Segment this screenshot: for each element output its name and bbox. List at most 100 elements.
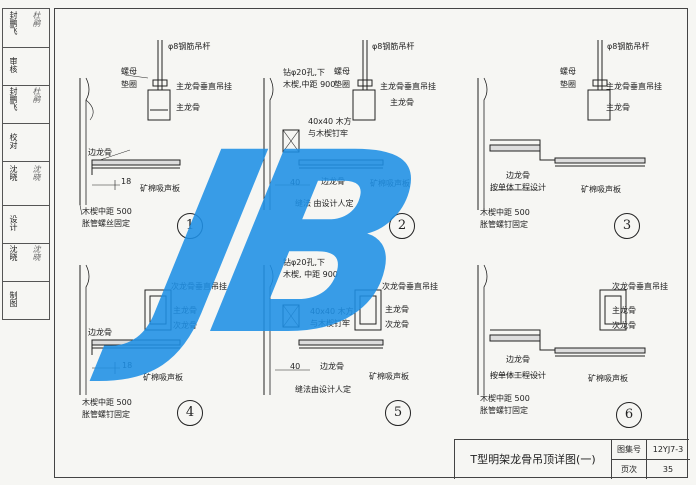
label-dim18: 18 [121, 177, 132, 186]
detail-number: 2 [389, 213, 415, 239]
drawing-title: T型明架龙骨吊顶详图(一) [470, 453, 596, 466]
signoff-signature: 沈晓 [32, 245, 41, 261]
detail-1-drawing [79, 40, 181, 216]
signoff-signature: 沈晓 [32, 165, 41, 181]
signoff-label: 校对 [9, 133, 18, 149]
label-main-keel: 主龙骨 [176, 103, 200, 112]
label-washer: 垫圈 [121, 80, 137, 89]
label-dim40: 40 [290, 362, 301, 371]
label-sec-keel: 次龙骨 [385, 320, 409, 329]
label-edge-keel: 边龙骨 [506, 355, 530, 364]
label-expansion-nail: 胀管螺钉固定 [82, 410, 130, 419]
atlas-value: 12YJ7-3 [652, 445, 684, 454]
detail-3-drawing [477, 40, 646, 210]
label-board: 矿棉吸声板 [588, 374, 628, 383]
signoff-label: 沈晓 [9, 245, 18, 261]
label-edge-keel: 边龙骨 [321, 177, 345, 186]
label-rod: φ8钢筋吊杆 [607, 42, 650, 51]
label-seam-note: 缝法由设计人定 [295, 385, 351, 394]
label-expansion-nail: 胀管螺钉固定 [480, 220, 528, 229]
label-drill: 钻φ20孔,下 [283, 68, 325, 77]
label-washer: 垫圈 [334, 80, 350, 89]
label-edge-keel: 边龙骨 [506, 171, 530, 180]
label-sec-keel: 次龙骨 [612, 321, 636, 330]
label-drill: 钻φ20孔,下 [283, 258, 325, 267]
detail-number: 1 [177, 213, 203, 239]
atlas-label: 图集号 [612, 440, 647, 459]
detail-4-drawing [79, 264, 181, 395]
label-expansion-wire: 胀管螺丝固定 [82, 219, 130, 228]
title-block-grid: 图集号 12YJ7-3 页次 35 [611, 440, 690, 479]
label-sec-hanger: 次龙骨垂直吊挂 [382, 282, 438, 291]
label-edge-keel: 边龙骨 [320, 362, 344, 371]
signoff-cell: 封鹏飞 杜鹃 [3, 9, 49, 48]
label-wood-nail: 与木楔钉牢 [310, 319, 350, 328]
label-rod: φ8钢筋吊杆 [372, 42, 415, 51]
label-washer: 垫圈 [560, 80, 576, 89]
label-wood-nail: 与木楔钉牢 [308, 129, 348, 138]
label-rod: φ8钢筋吊杆 [168, 42, 211, 51]
label-board: 矿棉吸声板 [369, 372, 409, 381]
signoff-label: 审核 [9, 57, 18, 73]
signoff-cell: 审核 [3, 47, 49, 86]
label-nut: 螺母 [560, 67, 576, 76]
title-block: T型明架龙骨吊顶详图(一) 图集号 12YJ7-3 页次 35 [454, 439, 690, 479]
label-board: 矿棉吸声板 [140, 184, 180, 193]
label-sec-hanger: 次龙骨垂直吊挂 [171, 282, 227, 291]
detail-6-drawing [477, 264, 646, 395]
label-wood-40: 40x40 木方 [308, 117, 352, 126]
drawing-frame [54, 8, 688, 478]
label-dim40: 40 [290, 178, 301, 187]
detail-2-drawing [263, 40, 384, 210]
label-drill-plug: 木楔,中距 900 [283, 80, 336, 89]
signoff-label: 封鹏飞 [9, 11, 18, 35]
label-board: 矿棉吸声板 [370, 179, 410, 188]
label-main-hanger: 主龙骨垂直吊挂 [176, 82, 232, 91]
signoff-cell: 制图 [3, 281, 49, 319]
detail-number: 3 [614, 213, 640, 239]
label-wood-plug: 木楔中距 500 [82, 398, 132, 407]
label-nut: 螺母 [334, 67, 350, 76]
page-value: 35 [662, 465, 674, 474]
signoff-cell: 设计 [3, 205, 49, 244]
label-sec-keel: 次龙骨 [173, 321, 197, 330]
page-label: 页次 [612, 460, 647, 479]
detail-5-drawing [263, 264, 384, 395]
signoff-cell: 沈晓沈晓 [3, 161, 49, 206]
label-seam-note: 缝法 由设计人定 [295, 199, 354, 208]
label-wood-plug: 木楔中距 500 [82, 207, 132, 216]
label-board: 矿棉吸声板 [143, 373, 183, 382]
label-board: 矿棉吸声板 [581, 185, 621, 194]
label-dim18: 18 [122, 361, 133, 370]
label-wood-plug: 木楔中距 500 [480, 208, 530, 217]
signoff-label: 制图 [9, 291, 18, 307]
label-wood-plug: 木楔中距 500 [480, 394, 530, 403]
label-main-keel: 主龙骨 [390, 98, 414, 107]
label-main-keel: 主龙骨 [606, 103, 630, 112]
signoff-label: 沈晓 [9, 165, 18, 181]
signoff-cell: 沈晓沈晓 [3, 243, 49, 282]
signoff-signature: 杜鹃 [32, 87, 41, 103]
signoff-cell: 校对 [3, 123, 49, 162]
label-wood-40: 40x40 木方 [310, 307, 354, 316]
label-main-hanger: 主龙骨垂直吊挂 [380, 82, 436, 91]
label-by-project: 按单体工程设计 [490, 183, 546, 192]
label-drill-plug: 木楔, 中距 900 [283, 270, 338, 279]
label-main-keel: 主龙骨 [612, 306, 636, 315]
signoff-signature: 杜鹃 [32, 11, 41, 27]
signoff-label: 封鹏飞 [9, 87, 18, 111]
detail-number: 6 [616, 402, 642, 428]
detail-number: 5 [385, 400, 411, 426]
label-expansion-nail: 胀管螺钉固定 [480, 406, 528, 415]
detail-number: 4 [177, 400, 203, 426]
signoff-strip: 封鹏飞杜鹃 审核 封鹏飞杜鹃 校对 沈晓沈晓 设计 沈晓沈晓 制图 [2, 8, 50, 320]
atlas-row: 图集号 12YJ7-3 [612, 440, 690, 460]
signoff-label: 设计 [9, 215, 18, 231]
label-sec-hanger: 次龙骨垂直吊挂 [612, 282, 668, 291]
label-by-project: 按单体工程设计 [490, 371, 546, 380]
label-edge-keel: 边龙骨 [88, 148, 112, 157]
label-main-keel: 主龙骨 [385, 305, 409, 314]
label-main-keel: 主龙骨 [173, 306, 197, 315]
label-main-hanger: 主龙骨垂直吊挂 [606, 82, 662, 91]
